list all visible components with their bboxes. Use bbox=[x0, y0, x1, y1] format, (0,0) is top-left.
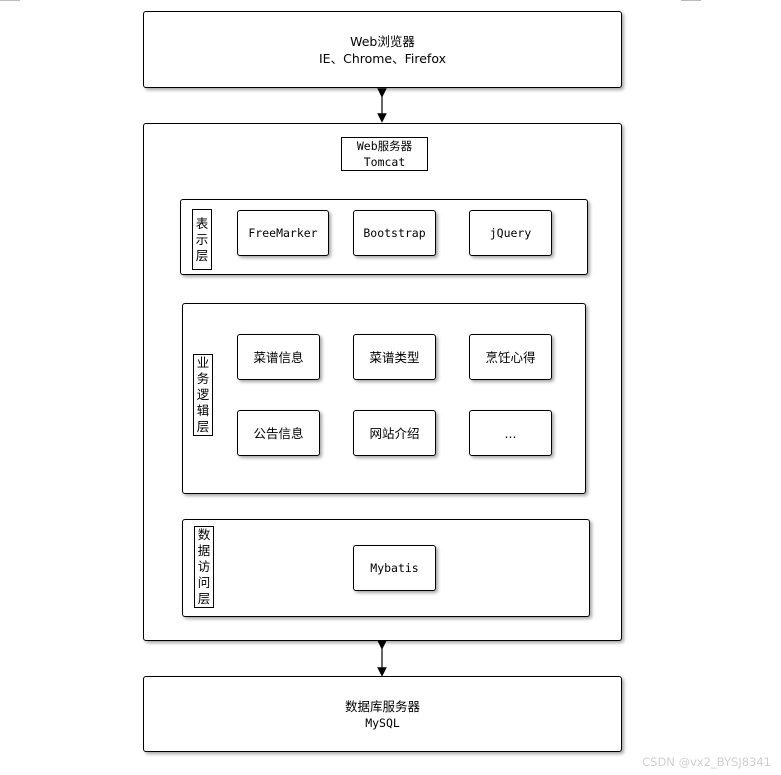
database-server-box: 数据库服务器 MySQL bbox=[143, 676, 622, 752]
presentation-layer-label-char: 表 bbox=[195, 215, 209, 231]
database-server-title: 数据库服务器 bbox=[344, 698, 420, 714]
csdn-watermark: CSDN @vx2_BYSJ8341 bbox=[642, 755, 771, 769]
more-box: ... bbox=[469, 410, 552, 456]
jquery-box: jQuery bbox=[469, 210, 552, 256]
announcement-box: 公告信息 bbox=[237, 410, 320, 456]
business-layer-label-char: 业 bbox=[196, 355, 210, 370]
presentation-layer-label-char: 示 bbox=[195, 231, 209, 247]
freemarker-box: FreeMarker bbox=[237, 210, 329, 256]
bootstrap-box: Bootstrap bbox=[353, 210, 436, 256]
corner-mark-right bbox=[681, 0, 701, 1]
presentation-layer-label-char: 层 bbox=[195, 247, 209, 263]
site-intro-box: 网站介绍 bbox=[353, 410, 436, 456]
web-server-subtitle: Tomcat bbox=[363, 155, 406, 169]
data-layer-label-char: 层 bbox=[197, 591, 211, 606]
data-layer-label-char: 问 bbox=[197, 575, 211, 590]
business-layer-label-char: 逻 bbox=[196, 387, 210, 402]
web-browser-subtitle: IE、Chrome、Firefox bbox=[319, 50, 446, 66]
data-layer-label-char: 据 bbox=[197, 543, 211, 558]
business-layer-label-char: 务 bbox=[196, 371, 210, 386]
web-browser-box: Web浏览器 IE、Chrome、Firefox bbox=[143, 11, 622, 88]
bootstrap-label: Bootstrap bbox=[363, 226, 426, 240]
announcement-label: 公告信息 bbox=[253, 425, 304, 441]
web-server-title-box: Web服务器 Tomcat bbox=[341, 137, 428, 171]
recipe-type-box: 菜谱类型 bbox=[353, 334, 436, 380]
web-server-title: Web服务器 bbox=[356, 139, 413, 153]
business-layer-box bbox=[182, 303, 586, 494]
mybatis-box: Mybatis bbox=[353, 545, 436, 591]
data-layer-label-char: 数 bbox=[197, 527, 211, 542]
presentation-layer-label: 表 示 层 bbox=[192, 209, 212, 270]
cooking-notes-box: 烹饪心得 bbox=[469, 334, 552, 380]
site-intro-label: 网站介绍 bbox=[369, 425, 420, 441]
recipe-info-label: 菜谱信息 bbox=[253, 349, 304, 365]
mybatis-label: Mybatis bbox=[370, 561, 419, 575]
recipe-type-label: 菜谱类型 bbox=[369, 349, 420, 365]
jquery-label: jQuery bbox=[489, 226, 532, 240]
more-label: ... bbox=[504, 425, 517, 441]
data-layer-label-char: 访 bbox=[197, 559, 211, 574]
web-browser-title: Web浏览器 bbox=[350, 33, 415, 49]
database-server-subtitle: MySQL bbox=[365, 715, 400, 730]
business-layer-label-char: 辑 bbox=[196, 403, 210, 418]
business-layer-label-char: 层 bbox=[196, 419, 210, 434]
cooking-notes-label: 烹饪心得 bbox=[485, 349, 536, 365]
business-layer-label: 业 务 逻 辑 层 bbox=[193, 354, 213, 436]
recipe-info-box: 菜谱信息 bbox=[237, 334, 320, 380]
corner-mark-left bbox=[0, 0, 20, 1]
freemarker-label: FreeMarker bbox=[248, 226, 318, 240]
data-layer-label: 数 据 访 问 层 bbox=[194, 526, 214, 608]
